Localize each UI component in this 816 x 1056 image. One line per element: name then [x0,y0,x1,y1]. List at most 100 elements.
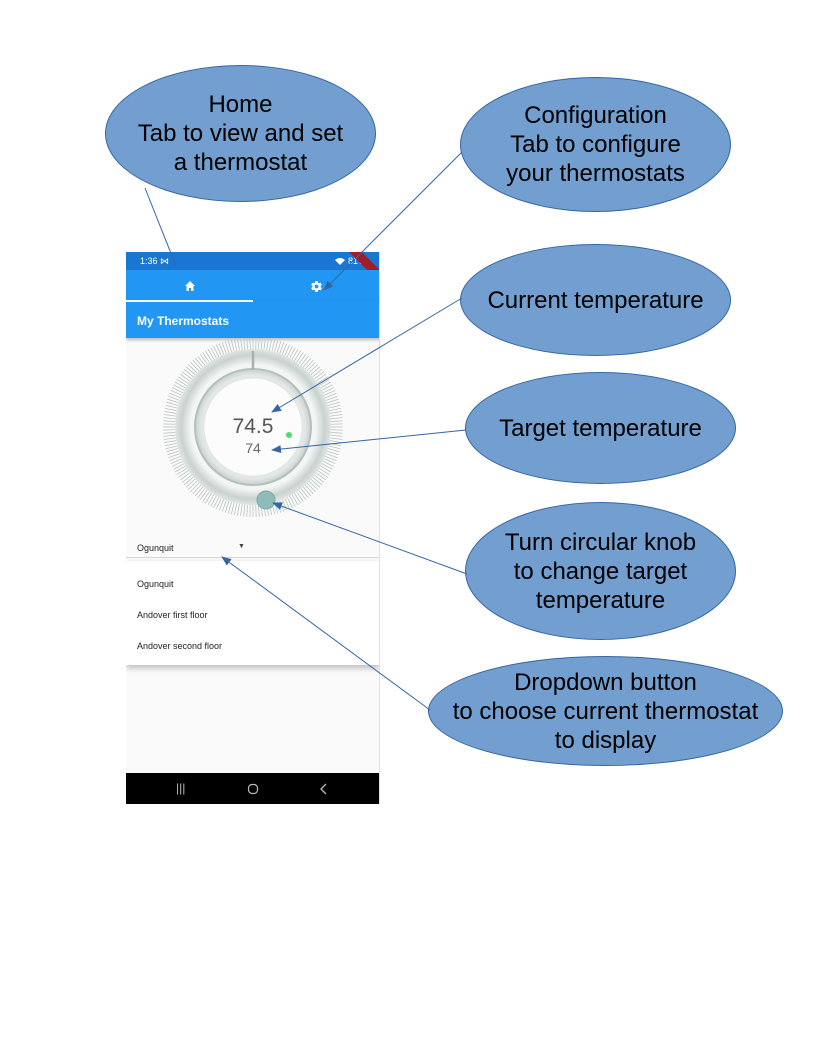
dial-tick [271,340,276,352]
dial-tick [330,437,343,440]
dial-tick [263,340,266,350]
dial-tick [227,340,232,353]
current-temperature: 74.5 [233,415,274,438]
dial-tick [197,355,206,366]
dial-tick [164,407,177,412]
dial-tick [317,470,328,478]
dial-tick [310,366,321,376]
callout-dropdown-text: Dropdown button to choose current thermo… [452,668,759,754]
dial-tick [268,340,272,351]
dial-tick [330,420,343,422]
status-time: 1:36 ⋈ [140,256,170,266]
dial-tick [308,364,319,374]
dial-tick [314,474,325,483]
dial-tick [179,472,191,481]
dial-tick [190,361,200,372]
dial-tick [243,504,246,517]
dial-tick [176,378,188,387]
dial-tick [243,340,246,350]
dial-tick [320,381,332,389]
dial-tick [218,499,225,511]
dial-tick [170,390,182,396]
dial-tick [322,460,335,467]
dial-tick [163,417,176,420]
dial-tick [174,465,186,473]
dial-tick [274,501,279,514]
thermostat-dial: 74.5 74 [163,340,343,517]
dial-tick [176,467,188,476]
dial-tick [204,492,213,504]
home-circle-icon[interactable] [247,783,259,795]
dial-tick [213,496,220,509]
dial-tick [329,407,342,412]
dial-tick [314,371,325,380]
status-indicator-dot [286,432,292,438]
dial-tick [327,448,340,453]
dial-tick [328,404,341,409]
dial-tick [293,492,302,504]
callout-home: Home Tab to view and set a thermostat [105,65,376,202]
dial-tick [163,414,176,417]
dial-tick [207,348,215,360]
dial-tick [302,357,312,368]
dial-tick [321,384,333,391]
dial-tick [240,340,243,350]
dial-tick [321,463,333,470]
dial-tick [179,373,191,382]
caret-down-icon: ▼ [238,543,245,550]
wifi-icon [335,258,346,265]
dial-tick [194,486,204,497]
dial-tick [171,387,184,394]
dial-tick [306,482,316,493]
dial-tick [308,480,319,490]
dial-tick [178,376,189,384]
dial-tick [185,478,196,488]
dial-tick [306,361,316,372]
dial-tick [329,442,342,447]
callout-target-temperature-text: Target temperature [499,414,702,442]
back-icon[interactable] [319,783,329,795]
dial-tick [320,465,332,473]
dial-tick [330,434,343,437]
dial-tick [330,417,343,420]
dial-tick [199,489,208,501]
dial-tick [318,378,330,387]
target-temperature: 74 [245,440,261,456]
dial-tick [167,450,179,456]
status-bar: 1:36 ⋈ 81% [126,252,379,287]
dial-tick [236,503,240,516]
callout-configuration-text: Configuration Tab to configure your ther… [506,102,685,187]
dial-tick [327,401,340,406]
thermostat-dropdown[interactable]: Ogunquit ▼ [126,536,379,558]
dial-tick [202,491,210,502]
dial-tick [192,359,202,370]
callout-dropdown: Dropdown button to choose current thermo… [428,656,783,766]
dial-tick [178,470,189,478]
dropdown-option[interactable]: Ogunquit [137,579,174,589]
dial-tick [240,504,243,517]
dial-tick [202,352,210,363]
dial-tick [210,495,217,507]
dial-tick [246,340,248,350]
dial-tick [199,353,208,365]
dial-tick [163,432,176,434]
dial-tick [171,460,184,467]
recent-apps-icon[interactable]: ||| [176,781,186,795]
callout-target-temperature: Target temperature [465,372,736,484]
tab-home[interactable] [126,270,253,302]
callout-current-temperature: Current temperature [460,244,731,356]
tab-indicator [126,300,253,302]
dial-tick [312,476,323,486]
dial-tick [298,489,307,501]
dial-knob[interactable] [256,490,276,510]
dial-tick [163,420,176,422]
dial-tick [183,368,194,378]
dial-tick [300,488,309,499]
dial-tick [181,371,192,380]
dial-tick [165,404,178,409]
dial-tick [230,502,235,515]
dropdown-option[interactable]: Andover first floor [137,610,208,620]
dropdown-option[interactable]: Andover second floor [137,641,223,651]
tab-configuration[interactable] [253,270,379,302]
dial-tick [315,472,327,481]
